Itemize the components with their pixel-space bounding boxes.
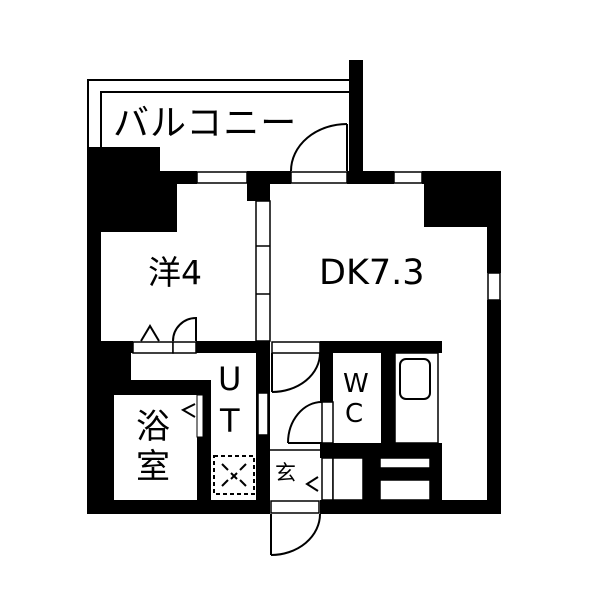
- wc-label-w: W: [343, 369, 369, 399]
- balcony-post: [349, 60, 363, 184]
- entry-door: [270, 500, 321, 556]
- bath-label-2: 室: [136, 447, 170, 487]
- bath-label-1: 浴: [136, 407, 170, 447]
- entrance: [270, 449, 320, 492]
- exterior-walls: [87, 147, 501, 514]
- wc-door: [287, 401, 334, 444]
- windows: [196, 171, 501, 301]
- balcony-door: [290, 123, 348, 184]
- ut-door: [257, 392, 269, 436]
- balcony-label: バルコニー: [113, 103, 298, 144]
- kitchen-counter: [394, 352, 439, 444]
- sliding-door-partition: [255, 200, 271, 342]
- dk-label: DK7.3: [319, 253, 425, 293]
- ut-label-u: U: [218, 360, 242, 398]
- ut-label-t: T: [220, 402, 240, 440]
- entrance-label: 玄: [275, 461, 296, 485]
- storage-shelves: [321, 457, 431, 501]
- closet: [131, 316, 197, 380]
- bath-door: [180, 394, 204, 438]
- washer-space: [213, 455, 255, 495]
- western-room-label: 洋4: [148, 253, 202, 292]
- wc-label-c: C: [345, 399, 364, 429]
- balcony-outline: [87, 79, 349, 147]
- hall-door: [271, 341, 321, 393]
